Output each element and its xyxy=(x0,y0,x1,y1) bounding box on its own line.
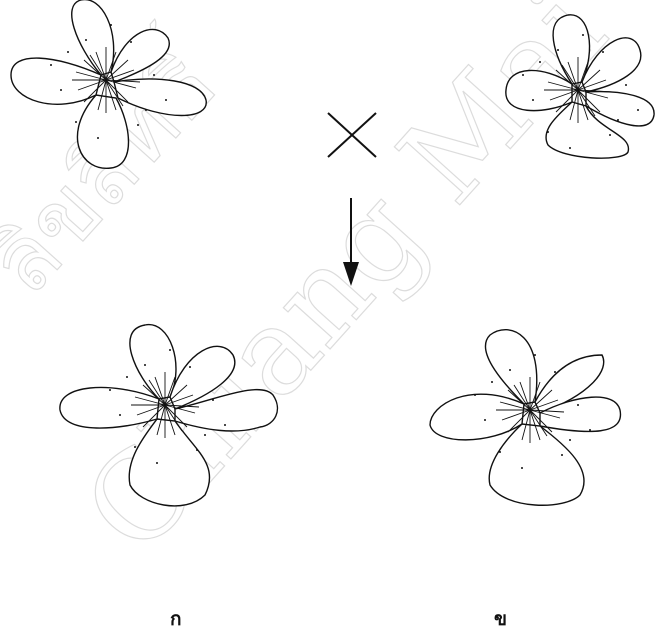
offspring-label-left: ก xyxy=(170,604,182,634)
offspring-label-right: ข xyxy=(494,604,507,634)
cross-symbol xyxy=(328,113,376,157)
offspring-flower-b xyxy=(430,330,620,506)
